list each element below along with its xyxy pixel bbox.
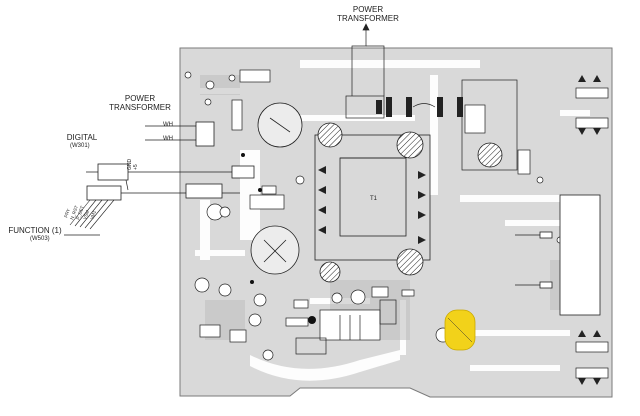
- function-pin-1: PRY: [63, 208, 71, 218]
- label-power-transformer-left: POWER TRANSFORMER: [109, 94, 171, 112]
- test-points: [241, 153, 316, 324]
- digital-pin-labels: GND +5: [127, 159, 139, 171]
- ic-region: [295, 299, 397, 355]
- capacitor-polarity-marks: [263, 117, 291, 263]
- fuse-holders: [376, 97, 463, 117]
- label-function-ref: (W503): [30, 236, 50, 242]
- transformer-t1: T1: [314, 134, 431, 261]
- label-digital-ref: (W301): [70, 143, 90, 149]
- connector-cn1: [345, 95, 385, 119]
- transformer-t2: [515, 194, 601, 316]
- svg-text:T1: T1: [370, 196, 378, 202]
- label-wire-wh-1: WH: [163, 122, 173, 128]
- label-function: FUNCTION (1): [8, 226, 62, 235]
- left-connectors: [86, 121, 255, 201]
- relay-ry1: [461, 79, 518, 171]
- transformer-pin-arrows: [318, 166, 426, 244]
- right-terminals: [575, 87, 609, 379]
- function-pin-5: VM1: [89, 209, 97, 220]
- function-pin-labels: PRY N_RST P_DET VSM VM1: [63, 205, 97, 221]
- large-capacitors: [250, 102, 503, 283]
- function-pin-4: VSM: [82, 209, 90, 220]
- right-terminal-arrows: [578, 75, 601, 385]
- function-wires: [69, 199, 115, 230]
- digital-pin-gnd: GND: [127, 159, 133, 171]
- fuse-link: [412, 103, 436, 108]
- function-pin-2: N_RST: [69, 205, 79, 221]
- label-wire-wh-2: WH: [163, 136, 173, 142]
- digital-pin-5v: +5: [133, 164, 139, 170]
- label-power-transformer-top: POWER TRANSFORMER: [337, 5, 399, 23]
- function-pin-3: P_DET: [75, 205, 85, 221]
- label-digital: DIGITAL: [66, 133, 98, 142]
